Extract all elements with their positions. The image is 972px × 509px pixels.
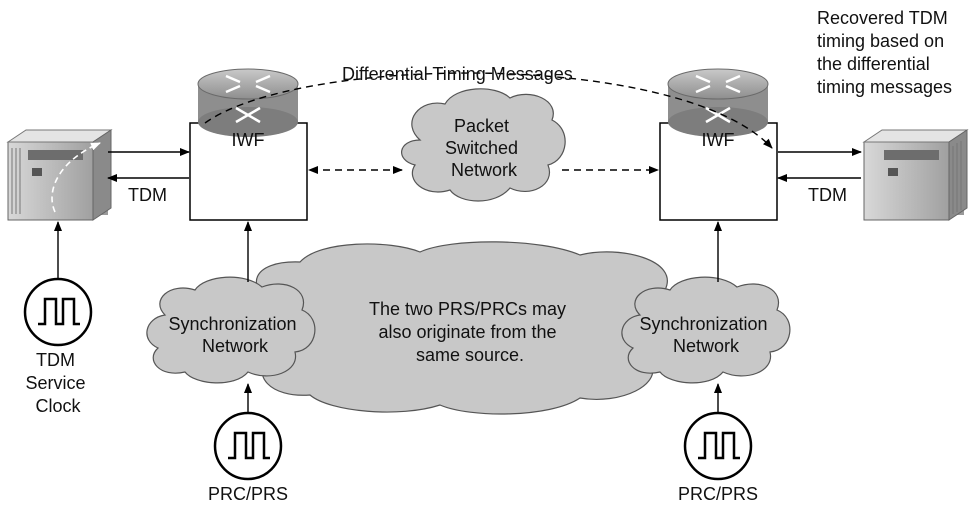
sync-network-right-cloud [621,276,791,384]
prc-right-label: PRC/PRS [678,484,758,504]
clock-signal-icon [213,411,283,481]
iwf-right-box [659,122,778,221]
prc-left-label: PRC/PRS [208,484,288,504]
tdm-right-label: TDM [808,185,847,205]
iwf-right-label: IWF [702,130,735,150]
recovered-note: Recovered TDM timing based on the differ… [817,8,953,97]
tdm-left-label: TDM [128,185,167,205]
differential-timing-curve [204,72,773,149]
sync-right-label: Synchronization Network [639,314,772,356]
router-icon [667,68,769,137]
diagram-title: Differential Timing Messages [342,64,573,84]
iwf-left-box [189,122,308,221]
iwf-left-label: IWF [232,130,265,150]
service-clock-label: TDM Service Clock [25,350,90,416]
clock-signal-icon [683,411,753,481]
psn-label: Packet Switched Network [445,116,523,180]
sync-left-label: Synchronization Network [168,314,301,356]
shared-source-label: The two PRS/PRCs may also originate from… [369,299,571,365]
server-icon [862,129,969,221]
server-icon [6,129,113,221]
clock-signal-icon [23,277,93,347]
router-icon [197,68,299,137]
packet-switched-network-cloud [401,88,566,202]
sync-network-left-cloud [146,276,316,384]
